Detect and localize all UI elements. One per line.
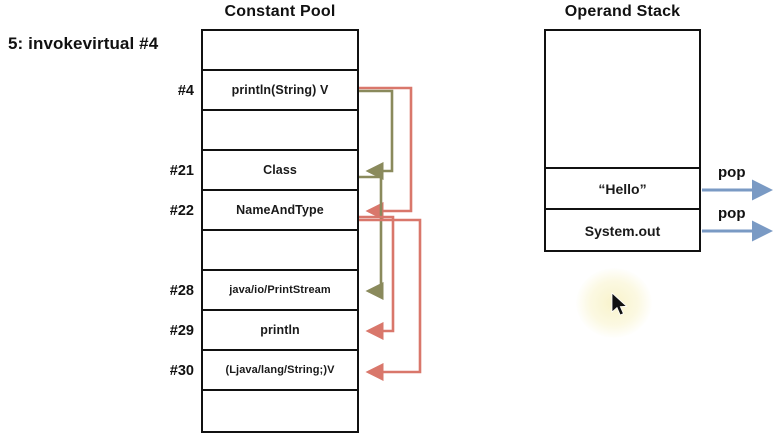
- table-row: NameAndType: [203, 191, 357, 231]
- table-row: [203, 111, 357, 151]
- constant-pool-title: Constant Pool: [224, 3, 336, 20]
- arrow-4-to-22: [359, 86, 413, 221]
- constant-pool-entry-value: NameAndType: [236, 203, 324, 217]
- constant-pool-entry-value: println(String) V: [231, 83, 329, 97]
- table-row: (Ljava/lang/String;)V: [203, 351, 357, 391]
- bytecode-instruction-label: 5: invokevirtual #4: [8, 34, 159, 53]
- operand-stack-table: “Hello” System.out: [544, 29, 701, 252]
- table-row: println(String) V: [203, 71, 357, 111]
- constant-pool-index-28: #28: [169, 283, 194, 299]
- constant-pool-entry-value: java/io/PrintStream: [229, 284, 331, 296]
- mouse-pointer-icon: [611, 292, 628, 316]
- constant-pool-table: println(String) V Class NameAndType java…: [201, 29, 359, 433]
- arrow-22-to-30: [359, 218, 422, 382]
- arrow-21-to-28: [359, 175, 384, 301]
- operand-stack-empty-slot: [546, 31, 699, 169]
- list-item: “Hello”: [546, 169, 699, 210]
- operand-stack-entry-value: “Hello”: [598, 180, 647, 197]
- table-row: println: [203, 311, 357, 351]
- table-row: [203, 231, 357, 271]
- table-row: Class: [203, 151, 357, 191]
- constant-pool-index-21: #21: [169, 163, 194, 179]
- arrow-4-to-21: [359, 89, 394, 181]
- constant-pool-index-29: #29: [169, 323, 194, 339]
- table-row: [203, 31, 357, 71]
- pop-label-hello: pop: [718, 164, 746, 181]
- constant-pool-index-22: #22: [169, 203, 194, 219]
- pop-label-system-out: pop: [718, 205, 746, 222]
- table-row: [203, 391, 357, 431]
- constant-pool-index-4: #4: [177, 83, 194, 99]
- constant-pool-index-30: #30: [169, 363, 194, 379]
- constant-pool-entry-value: (Ljava/lang/String;)V: [225, 364, 335, 376]
- arrow-22-to-29: [359, 215, 395, 341]
- table-row: java/io/PrintStream: [203, 271, 357, 311]
- operand-stack-entry-value: System.out: [584, 222, 661, 239]
- list-item: System.out: [546, 210, 699, 251]
- constant-pool-entry-value: Class: [263, 163, 297, 177]
- operand-stack-title: Operand Stack: [564, 3, 681, 20]
- constant-pool-entry-value: println: [260, 323, 300, 337]
